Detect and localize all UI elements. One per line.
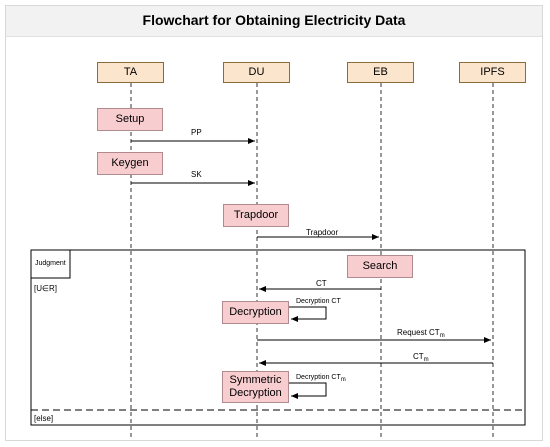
activation-symmetric-decryption: Symmetric Decryption bbox=[222, 371, 289, 403]
activation-search-label: Search bbox=[362, 260, 398, 272]
message-decryption-ctm-base: Decryption CT bbox=[296, 374, 341, 381]
fragment-label-box bbox=[31, 249, 71, 279]
activation-decryption: Decryption bbox=[222, 301, 289, 324]
fragment-guard-if: [U∈R] bbox=[34, 284, 57, 293]
message-sk-label: SK bbox=[191, 170, 202, 179]
activation-trapdoor: Trapdoor bbox=[223, 204, 289, 227]
message-decryption-ct-label: Decryption CT bbox=[296, 298, 341, 305]
message-request-ctm-label: Request CTm bbox=[397, 328, 445, 339]
activation-symmetric-line2: Decryption bbox=[229, 387, 282, 399]
participant-ipfs: IPFS bbox=[459, 62, 526, 83]
participant-ta: TA bbox=[97, 62, 164, 83]
fragment-label: Judgment bbox=[35, 260, 66, 267]
activation-keygen-label: Keygen bbox=[111, 157, 149, 169]
message-trapdoor-label: Trapdoor bbox=[306, 228, 339, 237]
participant-du: DU bbox=[223, 62, 290, 83]
activation-decryption-label: Decryption bbox=[229, 306, 282, 318]
message-ctm-label: CTm bbox=[413, 352, 429, 363]
title-bar: Flowchart for Obtaining Electricity Data bbox=[6, 6, 542, 37]
message-decryption-ctm-label: Decryption CTm bbox=[296, 374, 346, 383]
activation-search: Search bbox=[347, 255, 413, 278]
arrow-decryption-ctm bbox=[289, 382, 327, 399]
activation-setup: Setup bbox=[97, 108, 163, 131]
fragment-box bbox=[30, 249, 526, 426]
arrow-decryption-ct bbox=[289, 306, 327, 322]
message-ct-label: CT bbox=[316, 279, 327, 288]
diagram-title: Flowchart for Obtaining Electricity Data bbox=[142, 12, 406, 28]
message-pp-label: PP bbox=[191, 128, 202, 137]
message-decryption-ctm-sub: m bbox=[340, 377, 346, 383]
activation-keygen: Keygen bbox=[97, 152, 163, 175]
activation-trapdoor-label: Trapdoor bbox=[233, 209, 279, 221]
message-request-ctm-base: Request CT bbox=[397, 328, 440, 337]
message-ctm-sub: m bbox=[423, 357, 429, 363]
activation-setup-label: Setup bbox=[115, 113, 145, 125]
message-request-ctm-sub: m bbox=[439, 333, 445, 339]
diagram-frame bbox=[5, 5, 543, 441]
fragment-guard-else: [else] bbox=[34, 414, 54, 423]
participant-eb: EB bbox=[347, 62, 414, 83]
message-ctm-base: CT bbox=[413, 352, 424, 361]
activation-symmetric-line1: Symmetric bbox=[229, 374, 282, 386]
